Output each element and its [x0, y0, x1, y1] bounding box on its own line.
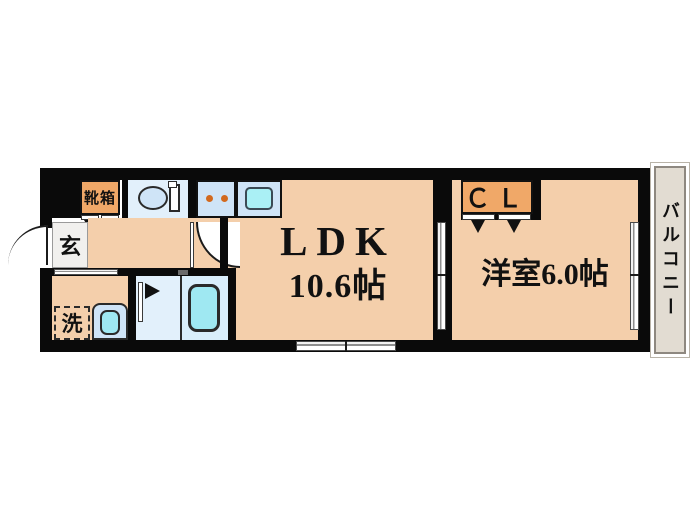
shoe-cabinet-label: 靴箱 — [83, 191, 116, 207]
balcony-sliding-window[interactable] — [630, 222, 639, 330]
toilet-tank-lid — [168, 181, 177, 188]
kitchen-sink-basin — [245, 187, 273, 210]
toilet-wall-right — [188, 180, 196, 225]
bedroom-label: 洋室6.0帖 — [481, 258, 609, 291]
balcony-label: バルコニー — [660, 201, 680, 321]
bathtub-basin — [188, 284, 220, 332]
exterior-wall-top — [40, 168, 650, 180]
closet-door-marker-left — [471, 220, 485, 233]
closet-door-leaf-left[interactable] — [462, 214, 495, 220]
toilet-bowl — [138, 186, 168, 210]
bedroom-sliding-door[interactable] — [437, 222, 446, 330]
ldk-size-label: 10.6帖 — [288, 267, 388, 305]
bathroom-door-leaf[interactable] — [138, 282, 143, 322]
exterior-wall-right — [638, 168, 650, 352]
closet-cl — [461, 180, 533, 214]
closet-label: ＣＬ — [464, 186, 529, 213]
balcony — [654, 166, 686, 354]
bathroom-vent-mark — [178, 270, 188, 275]
stove-burner-left — [206, 195, 213, 202]
toilet-wall-left — [122, 180, 128, 225]
wall-hall-ldk — [220, 218, 228, 276]
genkan-label: 玄 — [58, 234, 81, 259]
washing-machine-space — [54, 306, 90, 340]
closet-door-marker-right — [507, 220, 521, 233]
shoe-cabinet — [80, 180, 120, 215]
bathroom-wall-left — [128, 272, 136, 344]
genkan-tile — [52, 222, 88, 268]
balcony-window-mullion — [630, 274, 639, 276]
washroom-top-divider — [54, 269, 118, 275]
kitchen-stove-unit — [196, 180, 236, 218]
ldk-label: LDK — [280, 218, 396, 264]
wash-basin-bowl — [100, 310, 120, 335]
bathroom-wall-right — [228, 268, 236, 344]
hall-to-ldk-door-leaf[interactable] — [190, 222, 194, 268]
washroom-label: 洗 — [61, 312, 83, 336]
closet-door-leaf-right[interactable] — [498, 214, 531, 220]
closet-side-wall — [533, 180, 541, 220]
bedroom-sliding-door-mullion — [437, 274, 446, 276]
entrance-door-swing — [8, 225, 48, 265]
exterior-wall-left-lower — [40, 268, 52, 352]
toilet-tank — [169, 184, 180, 212]
ldk-window-mullion — [345, 341, 347, 351]
bathroom-door-marker — [145, 283, 160, 299]
stove-burner-right — [221, 195, 228, 202]
